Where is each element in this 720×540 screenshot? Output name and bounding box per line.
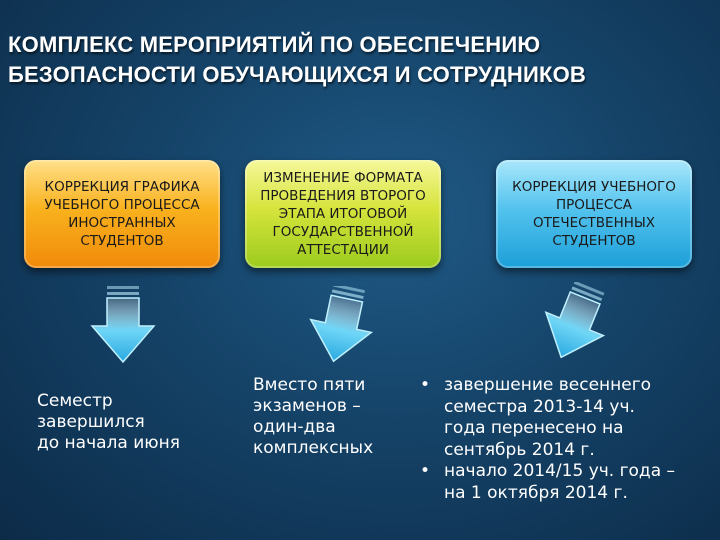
- page-title: КОМПЛЕКС МЕРОПРИЯТИЙ ПО ОБЕСПЕЧЕНИЮ БЕЗО…: [8, 30, 720, 90]
- box-2-line-1: ИЗМЕНЕНИЕ ФОРМАТА: [263, 170, 423, 186]
- down-arrow-icon: [544, 282, 606, 359]
- note-mid-line-3: один-два: [253, 417, 336, 437]
- bullet-1-line-1: завершение весеннего: [444, 375, 652, 395]
- note-left-line-1: Семестр: [37, 391, 113, 411]
- box-3-line-3: ОТЕЧЕСТВЕННЫХ: [532, 215, 656, 231]
- box-1-line-2: УЧЕБНОГО ПРОЦЕССА: [44, 197, 200, 213]
- list-item: • начало 2014/15 уч. года – на 1 октября…: [418, 461, 718, 504]
- note-left-line-3: до начала июня: [37, 433, 180, 453]
- bullet-marker: •: [420, 375, 431, 395]
- note-semester-ended: Семестр завершился до начала июня: [37, 391, 227, 454]
- bullet-2-line-1: начало 2014/15 уч. года –: [444, 461, 676, 481]
- page-title-line-2: БЕЗОПАСНОСТИ ОБУЧАЮЩИХСЯ И СОТРУДНИКОВ: [8, 62, 586, 87]
- down-arrow-icon: [309, 286, 374, 363]
- box-1-line-4: СТУДЕНТОВ: [80, 233, 164, 249]
- box-2-line-2: ПРОВЕДЕНИЯ ВТОРОГО: [260, 188, 426, 204]
- list-item: • завершение весеннего семестра 2013-14 …: [418, 375, 718, 461]
- box-1-line-1: КОРРЕКЦИЯ ГРАФИКА: [44, 179, 200, 195]
- down-arrow-icon: [90, 286, 156, 364]
- note-mid-line-2: экзаменов –: [253, 396, 361, 416]
- box-2-line-5: АТТЕСТАЦИИ: [297, 242, 389, 258]
- bullet-2-line-2: на 1 октября 2014 г.: [444, 482, 628, 503]
- page-title-line-1: КОМПЛЕКС МЕРОПРИЯТИЙ ПО ОБЕСПЕЧЕНИЮ: [8, 32, 541, 57]
- note-mid-line-1: Вместо пяти: [253, 375, 366, 395]
- box-3-line-2: ПРОЦЕССА: [555, 197, 633, 213]
- bullet-1-line-2: семестра 2013-14 уч.: [444, 396, 635, 417]
- note-left-line-2: завершился: [37, 412, 145, 432]
- box-2-line-3: ЭТАПА ИТОГОВОЙ: [278, 206, 408, 222]
- note-exams: Вместо пяти экзаменов – один-два комплек…: [253, 375, 413, 459]
- box-domestic-students-process: КОРРЕКЦИЯ УЧЕБНОГО ПРОЦЕССА ОТЕЧЕСТВЕННЫ…: [496, 160, 692, 268]
- bullet-marker: •: [420, 461, 431, 481]
- box-3-line-4: СТУДЕНТОВ: [552, 233, 636, 249]
- box-3-line-1: КОРРЕКЦИЯ УЧЕБНОГО: [512, 179, 676, 195]
- box-1-line-3: ИНОСТРАННЫХ: [68, 215, 176, 231]
- box-attestation-format: ИЗМЕНЕНИЕ ФОРМАТА ПРОВЕДЕНИЯ ВТОРОГО ЭТА…: [245, 160, 441, 268]
- bullet-1-line-3: года перенесено на: [444, 418, 624, 438]
- note-mid-line-4: комплексных: [253, 438, 374, 458]
- box-foreign-students-schedule: КОРРЕКЦИЯ ГРАФИКА УЧЕБНОГО ПРОЦЕССА ИНОС…: [24, 160, 220, 268]
- bullet-list: • завершение весеннего семестра 2013-14 …: [418, 375, 718, 504]
- box-2-line-4: ГОСУДАРСТВЕННОЙ: [272, 224, 414, 240]
- bullet-1-line-4: сентябрь 2014 г.: [444, 439, 595, 460]
